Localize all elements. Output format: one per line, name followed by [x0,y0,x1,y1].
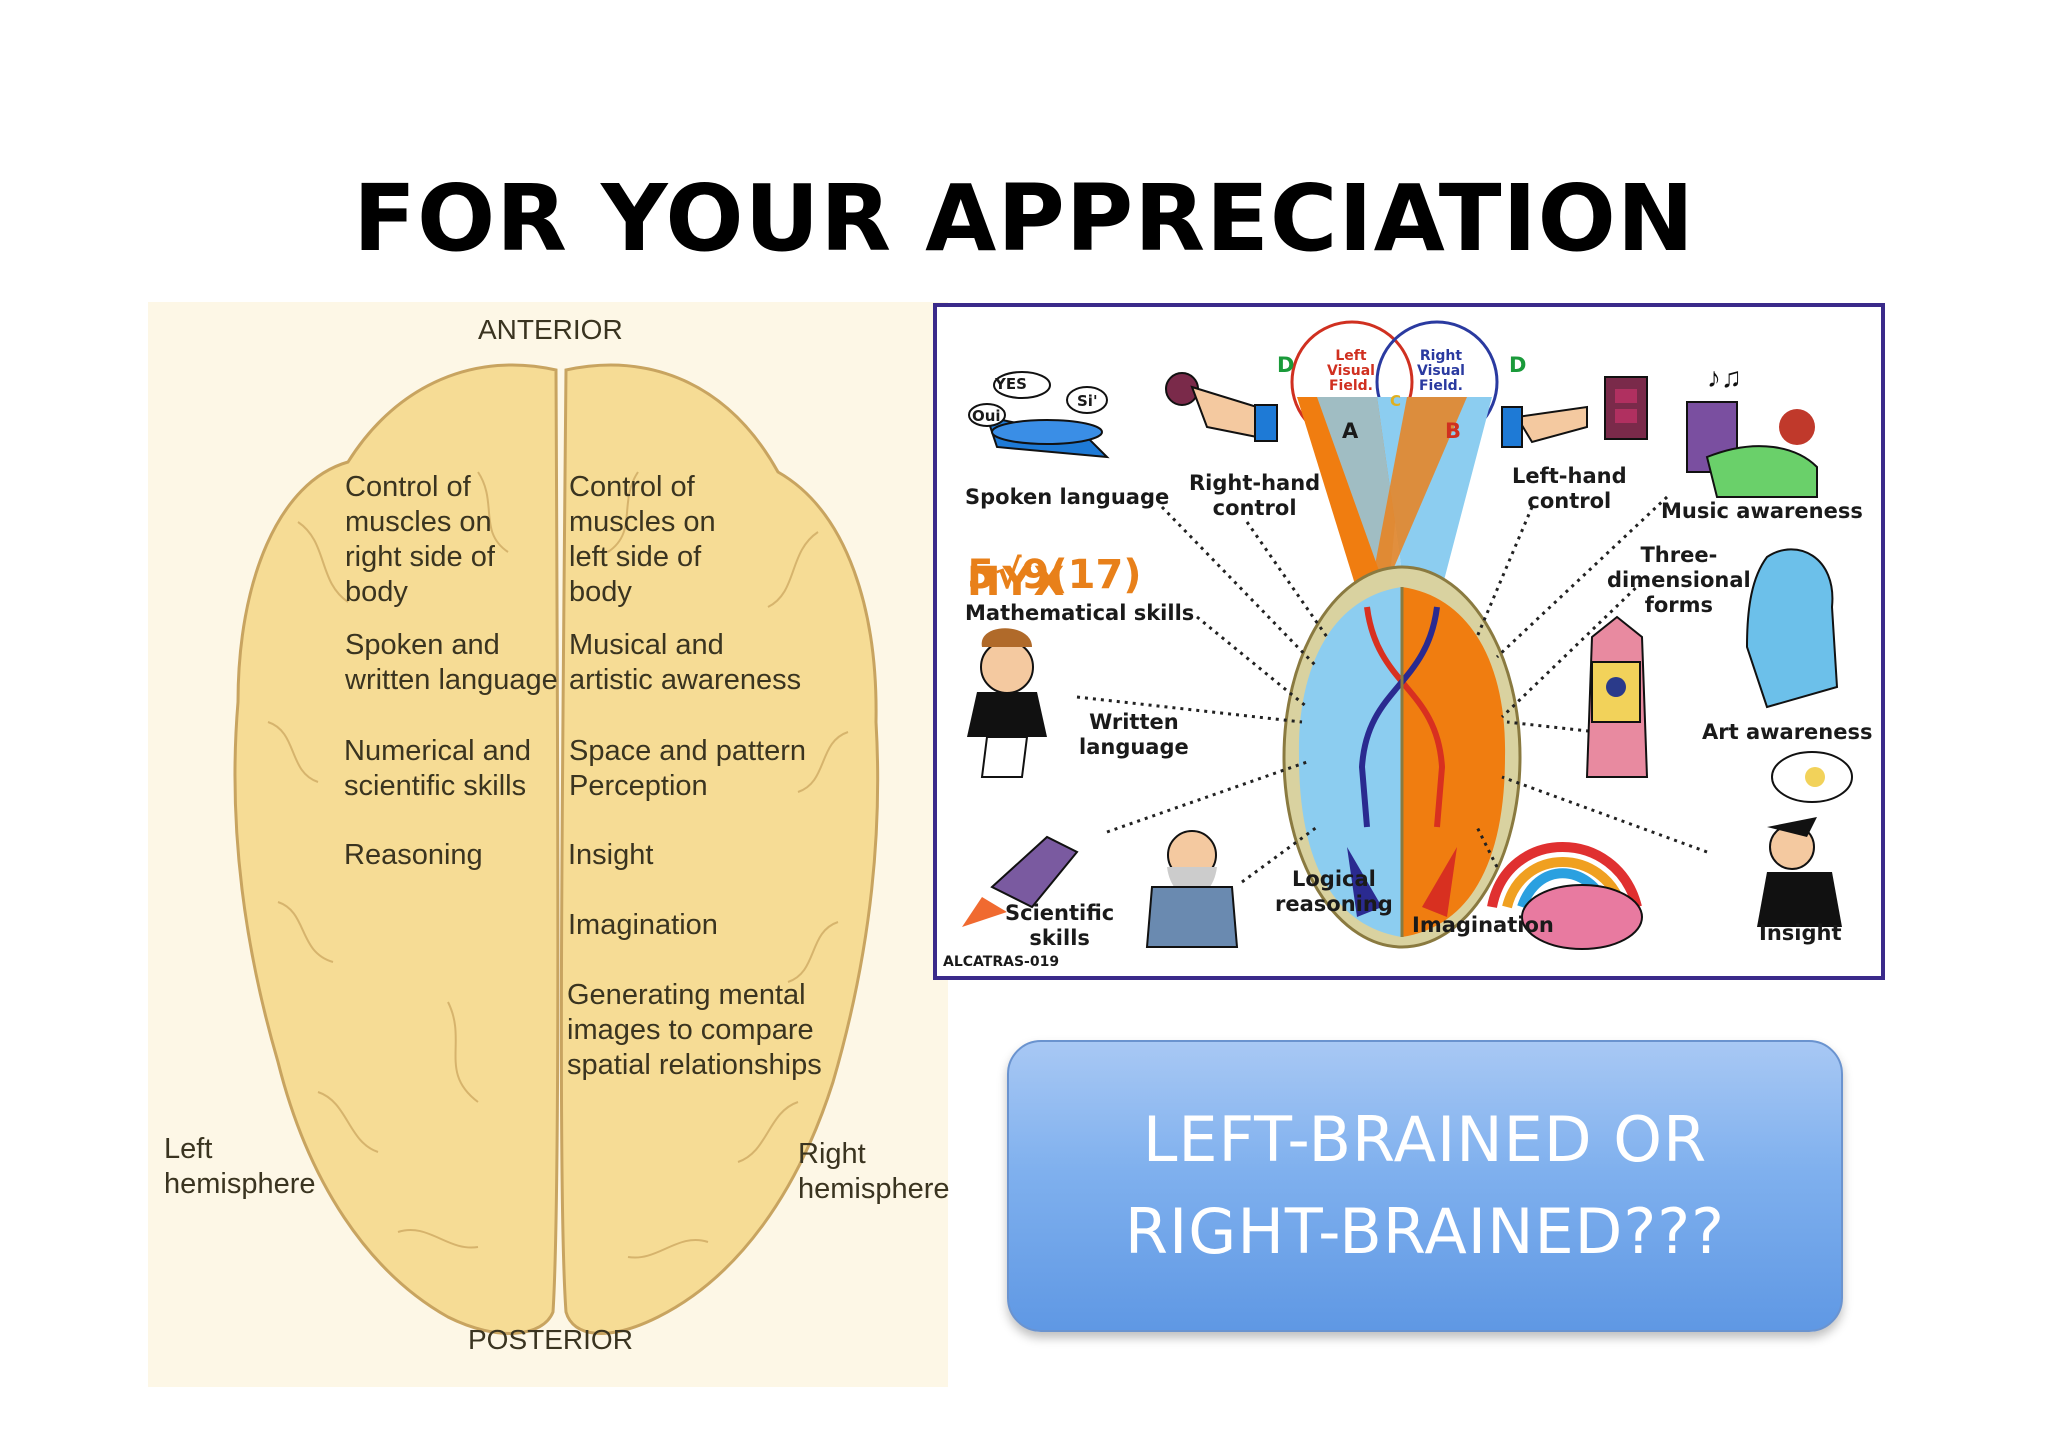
field-c-label: C [1390,392,1402,410]
art-awareness-label: Art awareness [1702,720,1873,744]
field-a-label: A [1342,419,1359,443]
left-function-language: Spoken and written language [345,629,558,696]
anterior-label: ANTERIOR [478,314,623,345]
field-d-left-label: D [1277,353,1295,377]
svg-text:♪♫: ♪♫ [1707,362,1742,393]
speech-si: Si' [1077,392,1098,410]
right-hand-icon [1165,372,1278,442]
right-hemisphere-shape [559,363,880,1335]
question-box: LEFT-BRAINED OR RIGHT-BRAINED??? [1007,1040,1843,1332]
three-dimensional-forms-label: Three- dimensional forms [1607,543,1751,617]
brain-crosssection-art: ♪♫ [962,320,1853,950]
graduate-insight-icon [1757,751,1853,927]
left-hand-icon [1501,376,1648,448]
math-bottom-glyphs: 5√9(17) [967,552,1142,598]
right-visual-field-label: Right Visual Field. [1417,348,1465,394]
brain-hemispheres-diagram: ANTERIOR POSTERIOR Left hemisphere Right… [148,302,950,1387]
posterior-label: POSTERIOR [468,1324,633,1355]
left-visual-field-label: Left Visual Field. [1327,348,1375,394]
philosopher-icon [1145,830,1239,948]
scientific-skills-label: Scientific skills [1005,901,1115,950]
right-hemisphere-label: Right hemisphere [798,1138,950,1205]
right-function-insight: Insight [568,839,654,871]
rainbow-pot-icon [1487,842,1643,950]
hemisphere-functions-illustration: ♪♫ YES Si' Oui Left Visual Field. Right … [933,303,1885,980]
music-listener-icon: ♪♫ [1686,362,1818,498]
question-line-1: LEFT-BRAINED OR [1142,1103,1708,1176]
left-hemisphere-label: Left hemisphere [164,1133,316,1200]
right-hemisphere-orange [1402,587,1506,937]
right-function-space-pattern: Space and pattern Perception [569,735,807,802]
speech-oui: Oui [972,407,1001,425]
right-function-musical-artistic: Musical and artistic awareness [569,629,802,696]
written-language-label: Written language [1079,710,1189,759]
spoken-language-label: Spoken language [965,485,1170,509]
field-b-label: B [1445,419,1462,443]
left-hemisphere-shape [233,363,560,1335]
mathematical-skills-label: Mathematical skills [965,601,1195,625]
imagination-label: Imagination [1412,913,1554,937]
left-function-muscle-control: Control of muscles on right side of body [345,471,495,608]
field-d-right-label: D [1509,353,1527,377]
insight-label: Insight [1759,921,1842,945]
math-top-glyphs: ПYX [967,559,1067,605]
speech-yes: YES [995,375,1027,393]
credit-label: ALCATRAS-019 [943,954,1060,970]
right-hand-control-label: Right-hand control [1189,471,1321,520]
left-hand-control-label: Left-hand control [1512,464,1627,513]
easel-painting-icon [1585,615,1649,778]
leader-lines [1076,495,1708,884]
thinker-statue-icon [1745,548,1839,709]
question-line-2: RIGHT-BRAINED??? [1124,1195,1726,1268]
airplane-icon [985,415,1110,459]
left-function-reasoning: Reasoning [344,839,483,871]
music-awareness-label: Music awareness [1661,499,1863,523]
left-hemisphere-blue [1298,587,1402,937]
slide-title: FOR YOUR APPRECIATION [353,165,1695,272]
right-function-imagination: Imagination [568,909,718,941]
gyri-lines [267,471,849,1259]
writer-icon [967,628,1047,778]
right-function-mental-images: Generating mental images to compare spat… [567,979,822,1081]
logical-reasoning-label: Logical reasoning [1275,867,1393,916]
rocket-icon [962,835,1079,927]
brain-outline-illustration [233,363,880,1335]
right-function-muscle-control: Control of muscles on left side of body [569,471,716,608]
left-function-numerical: Numerical and scientific skills [344,735,531,802]
